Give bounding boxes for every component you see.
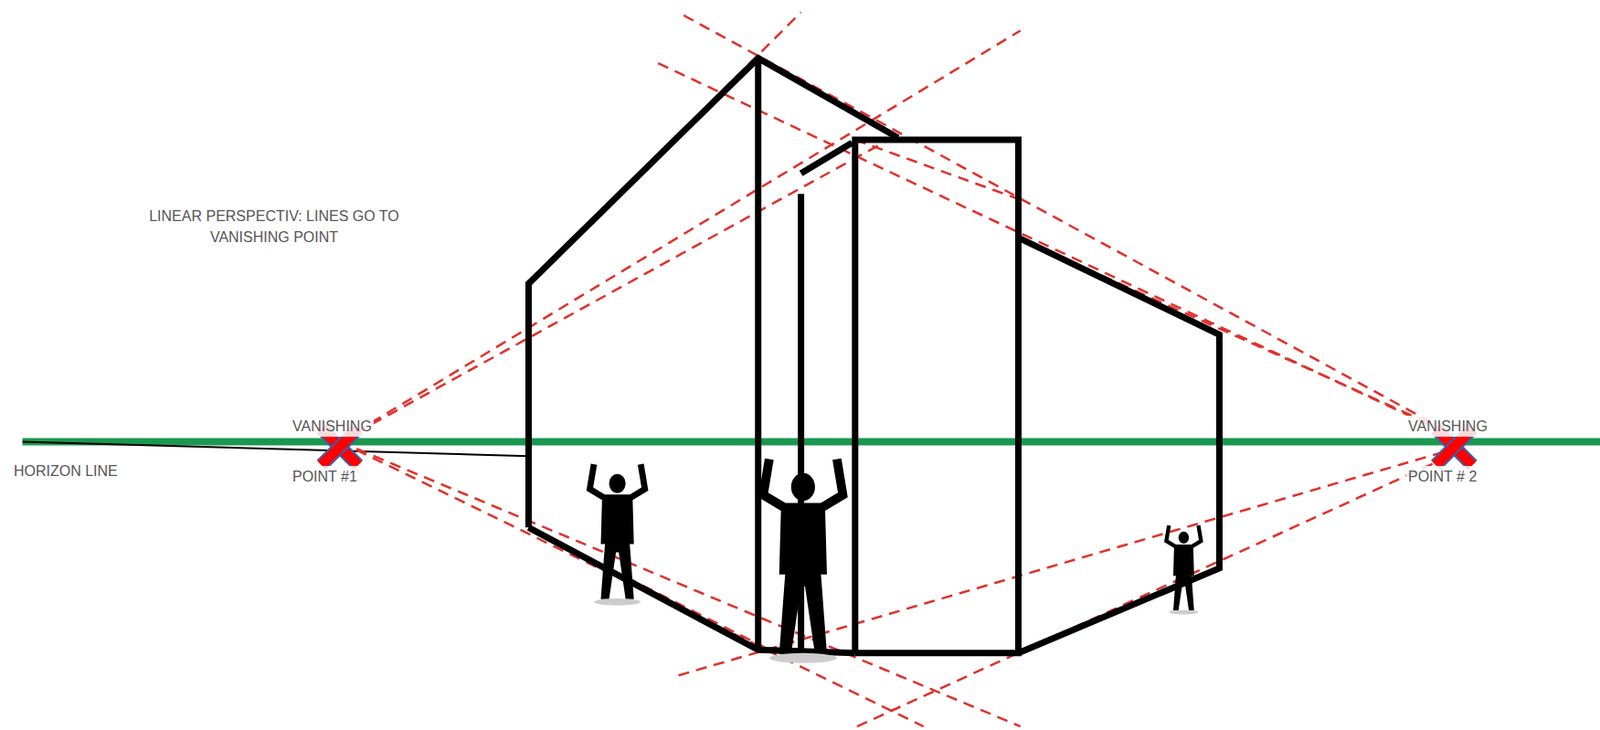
- person-body: [1173, 544, 1195, 611]
- person-silhouette: [589, 464, 645, 606]
- horizon-guide: [22, 442, 530, 457]
- person-silhouette: [762, 459, 843, 664]
- construction-line: [339, 442, 924, 728]
- construction-line: [857, 454, 1454, 727]
- construction-line: [339, 442, 1021, 728]
- person-shadow: [769, 653, 838, 664]
- vanishing-point-label: VANISHING: [290, 415, 374, 437]
- construction-line: [339, 134, 899, 442]
- construction-line: [339, 31, 1021, 443]
- person-arm: [631, 464, 646, 498]
- note-text: LINEAR PERSPECTIV: LINES GO TO VANISHING…: [116, 205, 432, 248]
- person-shadow: [1168, 610, 1198, 615]
- person-arm: [762, 459, 784, 508]
- person-head: [609, 474, 626, 494]
- construction-line: [678, 448, 1455, 676]
- person-head: [791, 473, 816, 501]
- vanishing-point-label: POINT #1: [290, 466, 360, 488]
- construction-lines: [339, 11, 1454, 727]
- person-arm: [823, 459, 844, 508]
- construction-line: [855, 139, 1019, 200]
- person-shadow: [593, 598, 641, 606]
- building: [528, 58, 1219, 654]
- person-body: [601, 494, 635, 600]
- person-arm: [1192, 525, 1201, 547]
- building-edge: [1017, 237, 1219, 654]
- person-body: [779, 502, 827, 654]
- building-edge: [855, 139, 1019, 654]
- horizon-line: [22, 438, 1600, 446]
- person-silhouette: [1165, 525, 1201, 615]
- person-head: [1178, 531, 1189, 544]
- building-edge: [754, 58, 762, 651]
- building-edge: [528, 58, 898, 529]
- vanishing-point-label: POINT # 2: [1406, 466, 1479, 488]
- building-edge: [801, 142, 853, 174]
- person-arm: [589, 464, 604, 498]
- people: [589, 459, 1201, 664]
- person-arm: [1165, 525, 1175, 547]
- vanishing-point-label: VANISHING: [1406, 415, 1490, 437]
- construction-line: [657, 63, 1454, 437]
- horizon-label: HORIZON LINE: [11, 460, 120, 482]
